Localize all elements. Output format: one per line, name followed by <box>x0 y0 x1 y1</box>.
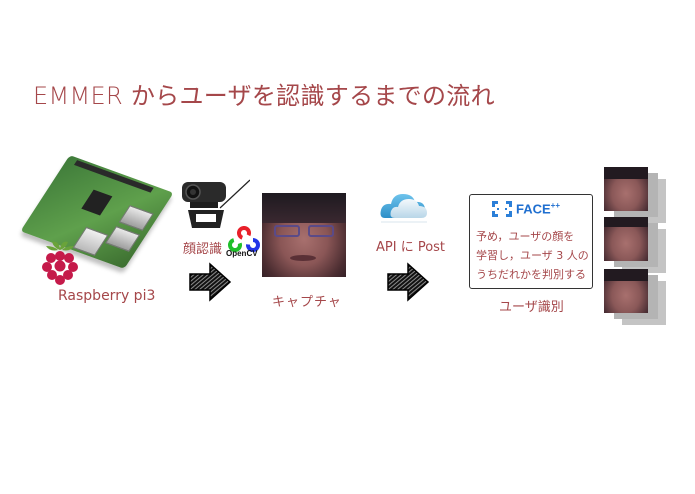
arrow-right-icon <box>189 262 232 302</box>
user-face-1 <box>604 167 666 223</box>
facepp-description: 予め，ユーザの顔を 学習し，ユーザ 3 人の うちだれかを判別する <box>476 227 590 284</box>
facepp-box: FACE++ 予め，ユーザの顔を 学習し，ユーザ 3 人の うちだれかを判別する <box>469 194 593 289</box>
facepp-logo: FACE++ <box>492 201 560 217</box>
facepp-logo-sup: ++ <box>550 201 561 211</box>
capture-label: キャプチャ <box>272 295 342 310</box>
cloud-icon <box>380 194 427 223</box>
webcam-icon <box>182 179 250 228</box>
facepp-mark-icon <box>492 201 512 217</box>
raspberry-pi-label: Raspberry pi3 <box>58 288 156 304</box>
captured-face-image <box>262 193 346 277</box>
description-line: うちだれかを判別する <box>476 268 586 281</box>
description-line: 予め，ユーザの顔を <box>476 230 575 243</box>
opencv-logo-icon <box>228 226 260 252</box>
face-recognition-label: 顔認識 <box>183 242 223 257</box>
description-line: 学習し，ユーザ 3 人の <box>476 249 589 262</box>
arrow-right-icon <box>387 262 430 302</box>
diagram-title: EMMER からユーザを認識するまでの流れ <box>33 82 495 110</box>
raspberry-logo-icon <box>42 241 78 285</box>
facepp-logo-text: FACE <box>516 201 551 217</box>
user-face-2 <box>604 217 666 273</box>
opencv-label: OpenCV <box>226 249 258 258</box>
user-identify-label: ユーザ識別 <box>499 300 564 315</box>
api-post-label: API に Post <box>376 240 446 255</box>
user-face-3 <box>604 269 666 325</box>
